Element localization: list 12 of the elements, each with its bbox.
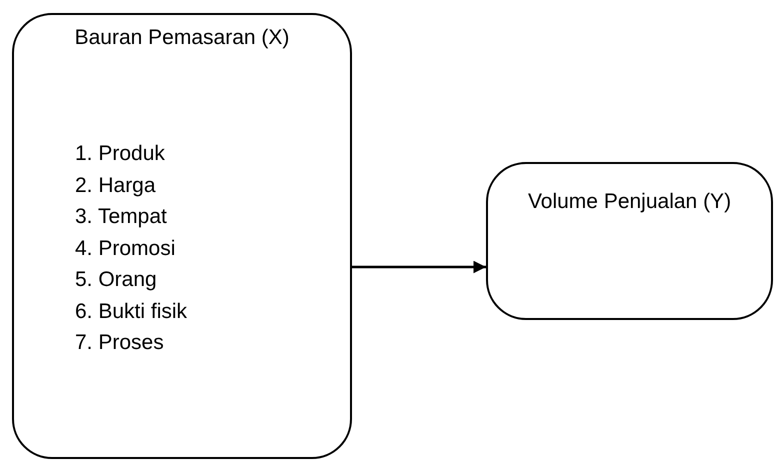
list-item: 2. Harga xyxy=(75,172,156,198)
rounded-box xyxy=(486,162,773,320)
list-item: 3. Tempat xyxy=(75,204,167,230)
node-heading: Volume Penjualan (Y) xyxy=(526,189,732,215)
list-item: 1. Produk xyxy=(75,141,165,166)
rounded-box xyxy=(12,13,352,459)
node-heading: Bauran Pemasaran (X) xyxy=(74,25,290,51)
list-item: 6. Bukti fisik xyxy=(75,298,188,324)
arrow xyxy=(352,260,486,274)
list-item: 4. Promosi xyxy=(75,236,176,261)
list-item: 5. Orang xyxy=(75,267,157,292)
list-item: 7. Proses xyxy=(75,330,164,356)
